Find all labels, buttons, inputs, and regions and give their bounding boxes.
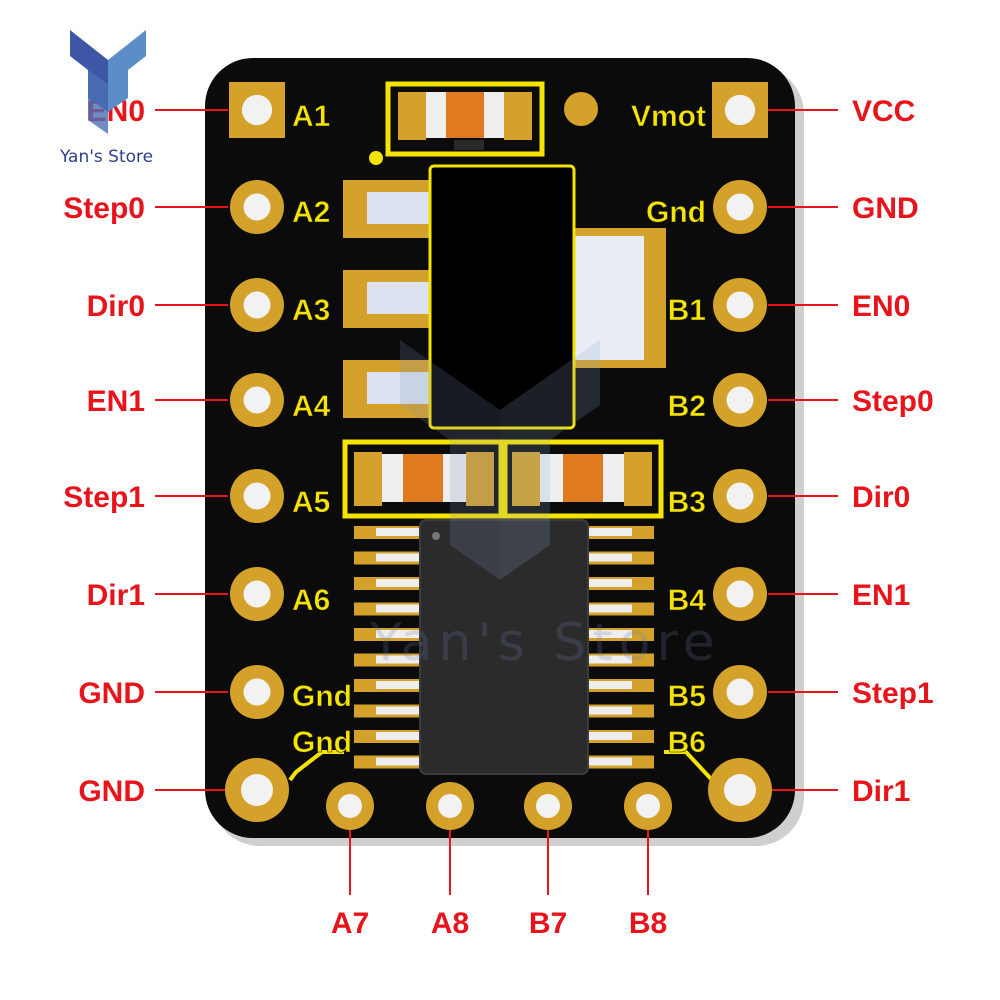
callout-label-bottom: B8 — [629, 907, 667, 940]
silk-label-right: B2 — [668, 390, 706, 423]
logo-mark-right — [108, 30, 146, 112]
pin-hole — [241, 774, 273, 806]
pin-hole — [726, 193, 754, 221]
silk-label-left: Gnd — [292, 680, 352, 713]
callout-label-left: Step0 — [63, 192, 145, 225]
silk-label-left: Gnd — [292, 726, 352, 759]
callout-label-left: GND — [78, 775, 145, 808]
callout-lines — [155, 109, 838, 895]
resistor-top — [369, 81, 545, 165]
via-pad — [564, 92, 598, 126]
pin-hole — [241, 94, 273, 126]
ic-pin-lead-right — [588, 757, 632, 766]
callout-label-right: Dir0 — [852, 481, 910, 514]
pin-hole — [724, 774, 756, 806]
silk-label-left: A1 — [292, 100, 330, 133]
callout-label-bottom: A8 — [431, 907, 469, 940]
ic-pin-lead-left — [376, 630, 420, 638]
callout-label-right: GND — [852, 192, 919, 225]
silk-label-left: A4 — [292, 390, 331, 423]
ic-pin1-dot — [432, 532, 440, 540]
callout-label-left: EN1 — [87, 385, 145, 418]
store-logo: Yan's Store — [59, 30, 153, 167]
ic-pin-lead-left — [376, 681, 420, 689]
watermark — [400, 340, 600, 580]
ic-pin-lead-right — [588, 706, 632, 715]
resistor-pair — [342, 439, 664, 519]
ic-pin-lead-left — [376, 528, 420, 536]
ic-pin-lead-left — [376, 706, 420, 715]
ic-pin-lead-right — [588, 528, 632, 536]
ic-pin-lead-right — [588, 681, 632, 689]
pin-hole — [636, 794, 660, 818]
pin-hole — [243, 193, 271, 221]
pin-hole — [726, 678, 754, 706]
callout-label-bottom: B7 — [529, 907, 567, 940]
silk-label-right: B1 — [668, 294, 706, 327]
pin-hole — [338, 794, 362, 818]
pin-pads — [225, 82, 772, 830]
callout-label-right: Step0 — [852, 385, 934, 418]
silk-label-left: A5 — [292, 486, 330, 519]
pin-hole — [726, 482, 754, 510]
ic-pin-lead-right — [588, 604, 632, 613]
pin-hole — [726, 580, 754, 608]
ic-pin-lead-left — [376, 579, 420, 587]
silk-label-right: Gnd — [646, 196, 706, 229]
silk-label-left: A6 — [292, 584, 330, 617]
silk-label-right: B5 — [668, 680, 706, 713]
ic-pin-lead-left — [376, 732, 420, 740]
callout-label-left: Dir0 — [87, 290, 145, 323]
callout-label-left: Dir1 — [87, 579, 145, 612]
store-name: Yan's Store — [59, 147, 153, 167]
driver-ic — [419, 519, 589, 775]
silk-mark-right — [664, 750, 714, 782]
pin-hole — [726, 386, 754, 414]
ic-pin-lead-left — [376, 604, 420, 613]
callout-label-right: Step1 — [852, 677, 934, 710]
ic-pin-lead-right — [588, 553, 632, 562]
pin-hole — [536, 794, 560, 818]
callout-labels: EN0Step0Dir0EN1Step1Dir1GNDGNDVCCGNDEN0S… — [63, 95, 933, 940]
pin-hole — [243, 291, 271, 319]
silk-label-left: A3 — [292, 294, 330, 327]
callout-label-left: GND — [78, 677, 145, 710]
silk-label-right: B3 — [668, 486, 706, 519]
callout-label-left: Step1 — [63, 481, 145, 514]
pin-hole — [243, 482, 271, 510]
pin-hole — [724, 94, 756, 126]
silk-label-right: Vmot — [631, 100, 706, 133]
ic-pin-lead-left — [376, 757, 420, 766]
pin-hole — [243, 678, 271, 706]
pin-hole — [438, 794, 462, 818]
ic-pin-lead-left — [376, 655, 420, 664]
logo-mark-stem — [88, 70, 108, 134]
callout-label-bottom: A7 — [331, 907, 369, 940]
ic-pin-lead-right — [588, 732, 632, 740]
pin-hole — [243, 386, 271, 414]
ic-pin-lead-right — [588, 579, 632, 587]
silk-label-right: B6 — [668, 726, 706, 759]
driver-ic-pins — [354, 526, 654, 769]
voltage-regulator — [343, 164, 666, 430]
callout-label-right: VCC — [852, 95, 915, 128]
silk-mark-left — [288, 750, 344, 782]
pin-hole — [726, 291, 754, 319]
watermark-text: Yan's Store — [369, 613, 721, 673]
callout-label-right: Dir1 — [852, 775, 910, 808]
silk-label-left: A2 — [292, 196, 330, 229]
pin-hole — [243, 580, 271, 608]
ic-pin-lead-right — [588, 655, 632, 664]
silk-label-right: B4 — [668, 584, 707, 617]
callout-label-right: EN1 — [852, 579, 910, 612]
ic-pin-lead-right — [588, 630, 632, 638]
ic-pin-lead-left — [376, 553, 420, 562]
callout-label-right: EN0 — [852, 290, 910, 323]
